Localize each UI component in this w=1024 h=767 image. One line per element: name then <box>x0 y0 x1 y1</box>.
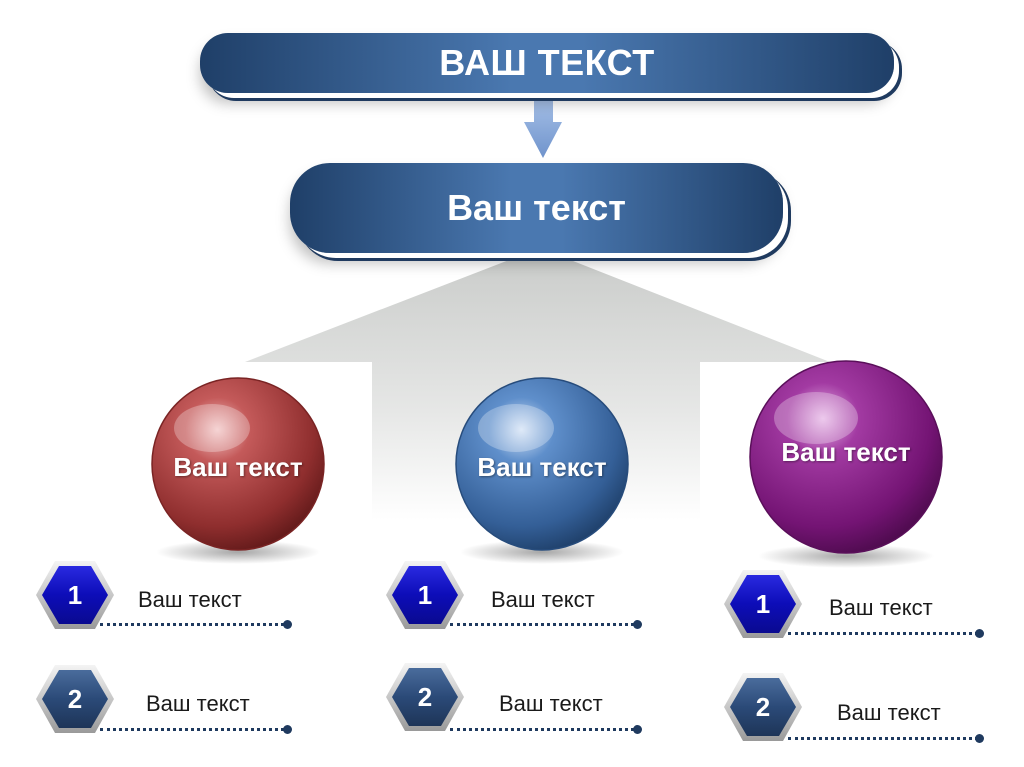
hex-number: 1 <box>723 567 803 641</box>
hex-number-wrap: 1 <box>385 558 465 632</box>
dotted-connector <box>450 728 634 731</box>
hex-number-wrap: 2 <box>35 662 115 736</box>
hex-number: 1 <box>385 558 465 632</box>
dotted-connector <box>100 623 284 626</box>
hex-number-wrap: 2 <box>723 670 803 744</box>
item-label: Ваш текст <box>837 700 941 726</box>
sphere-label-blue: Ваш текст <box>456 452 628 483</box>
hex-number: 2 <box>723 670 803 744</box>
hex-number: 2 <box>35 662 115 736</box>
dotted-connector <box>788 737 978 740</box>
dotted-connector <box>450 623 634 626</box>
hex-number-wrap: 2 <box>385 660 465 734</box>
subheader-banner: Ваш текст <box>290 163 783 253</box>
connector-dot <box>283 725 292 734</box>
item-label: Ваш текст <box>146 691 250 717</box>
down-arrow <box>524 96 562 158</box>
item-label: Ваш текст <box>499 691 603 717</box>
connector-dot <box>975 734 984 743</box>
dotted-connector <box>788 632 978 635</box>
dotted-connector <box>100 728 284 731</box>
sphere-label-red: Ваш текст <box>152 452 324 483</box>
header-banner: ВАШ ТЕКСТ <box>200 33 894 93</box>
header-title: ВАШ ТЕКСТ <box>439 42 654 84</box>
connector-dot <box>975 629 984 638</box>
item-label: Ваш текст <box>138 587 242 613</box>
item-label: Ваш текст <box>491 587 595 613</box>
hex-number-wrap: 1 <box>35 558 115 632</box>
hex-number: 1 <box>35 558 115 632</box>
connector-dot <box>633 620 642 629</box>
subheader-title: Ваш текст <box>447 187 626 229</box>
hex-number: 2 <box>385 660 465 734</box>
hex-number-wrap: 1 <box>723 567 803 641</box>
item-label: Ваш текст <box>829 595 933 621</box>
connector-dot <box>283 620 292 629</box>
connector-dot <box>633 725 642 734</box>
sphere-label-purple: Ваш текст <box>750 437 942 468</box>
